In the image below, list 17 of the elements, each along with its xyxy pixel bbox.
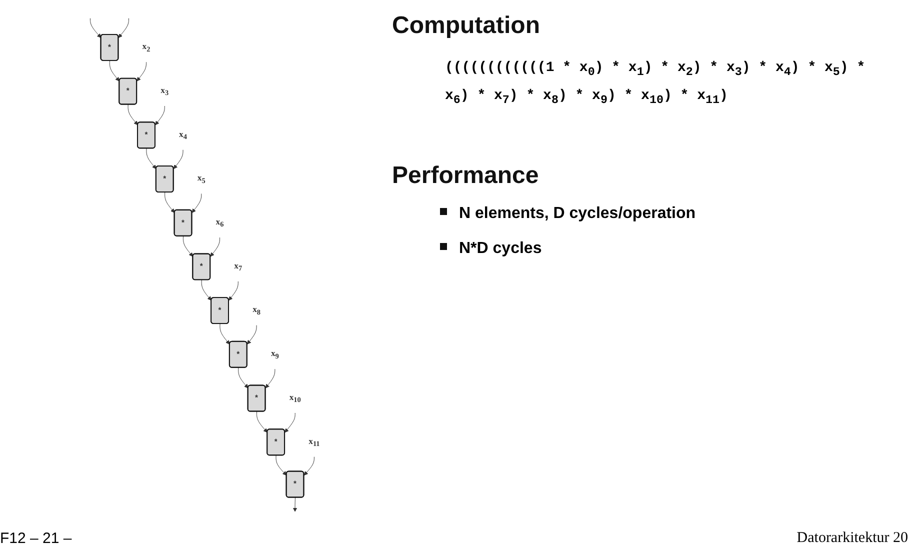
node-text: x$_{11}$	[308, 436, 320, 448]
section-heading: Computation	[392, 12, 540, 40]
formula-text: ((((((((((((1 * x$_{0}$) * x$_{1}$) * x$_{2}$) * x$_{3}$) * x$_{4}$) * x$_{5}$) * x$_{6}$) * x$_{7}$) * x$_{8}$) * x$_{9}$) * x$_{10}$) * x$_{11}$)	[445, 59, 866, 109]
node-text: x$_{4}$	[179, 129, 187, 141]
node-text: x$_{8}$	[252, 304, 261, 316]
node-text: x$_{5}$	[197, 172, 206, 185]
bullet-text: N*D cycles	[440, 240, 542, 258]
node-text: x$_{10}$	[289, 392, 301, 404]
bullet-text: N elements, D cycles/operation	[440, 205, 696, 223]
node-text: x$_{2}$	[142, 41, 150, 54]
section-heading: Performance	[392, 162, 539, 190]
node-text: x$_{9}$	[270, 348, 279, 360]
footer-text: Datorarkitektur 20	[796, 530, 908, 547]
node-text: x$_{7}$	[234, 260, 242, 273]
node-text: x$_{3}$	[160, 85, 169, 98]
node-text: x$_{6}$	[216, 216, 224, 229]
page-number: F12 – 21 –	[0, 530, 72, 547]
